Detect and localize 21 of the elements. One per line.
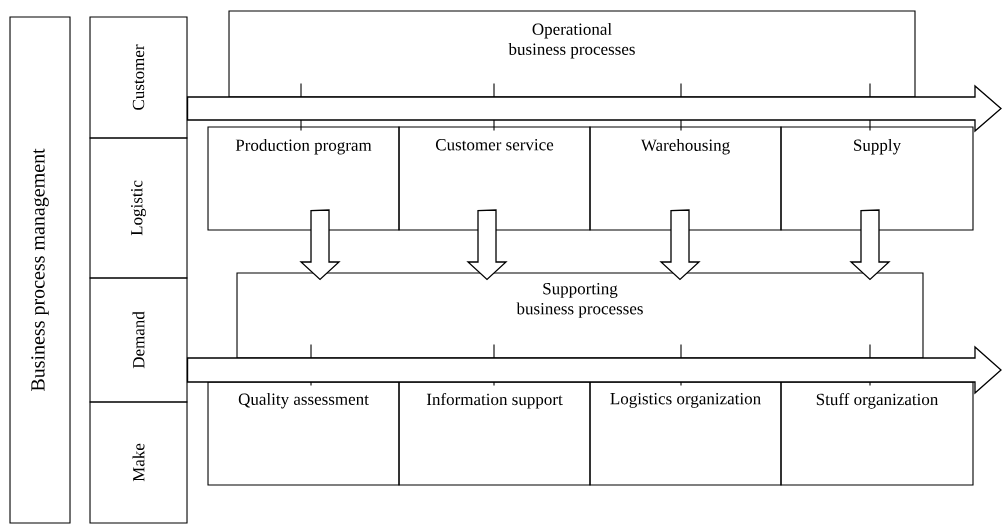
block-arrow [466,209,508,281]
category-box: Make [89,401,188,524]
category-box: Demand [89,277,188,403]
block-arrow [186,84,1002,133]
block-arrow [186,345,1002,395]
process-box: Warehousing [589,126,782,231]
block-arrow [659,209,701,281]
process-box: Logistics organization [589,381,782,486]
category-box: Customer [89,16,188,139]
group-box: Supporting business processes [236,272,924,359]
process-box: Production program [207,126,400,231]
process-box: Quality assessment [207,381,400,486]
process-box: Supply [780,126,974,231]
process-box: Stuff organization [780,381,974,486]
group-box: Operational business processes [228,10,916,98]
vertical-title-box: Business process management [9,16,71,524]
category-box: Logistic [89,137,188,279]
block-arrow [849,209,891,281]
process-box: Customer service [398,126,591,231]
block-arrow [299,209,341,281]
process-box: Information support [398,381,591,486]
